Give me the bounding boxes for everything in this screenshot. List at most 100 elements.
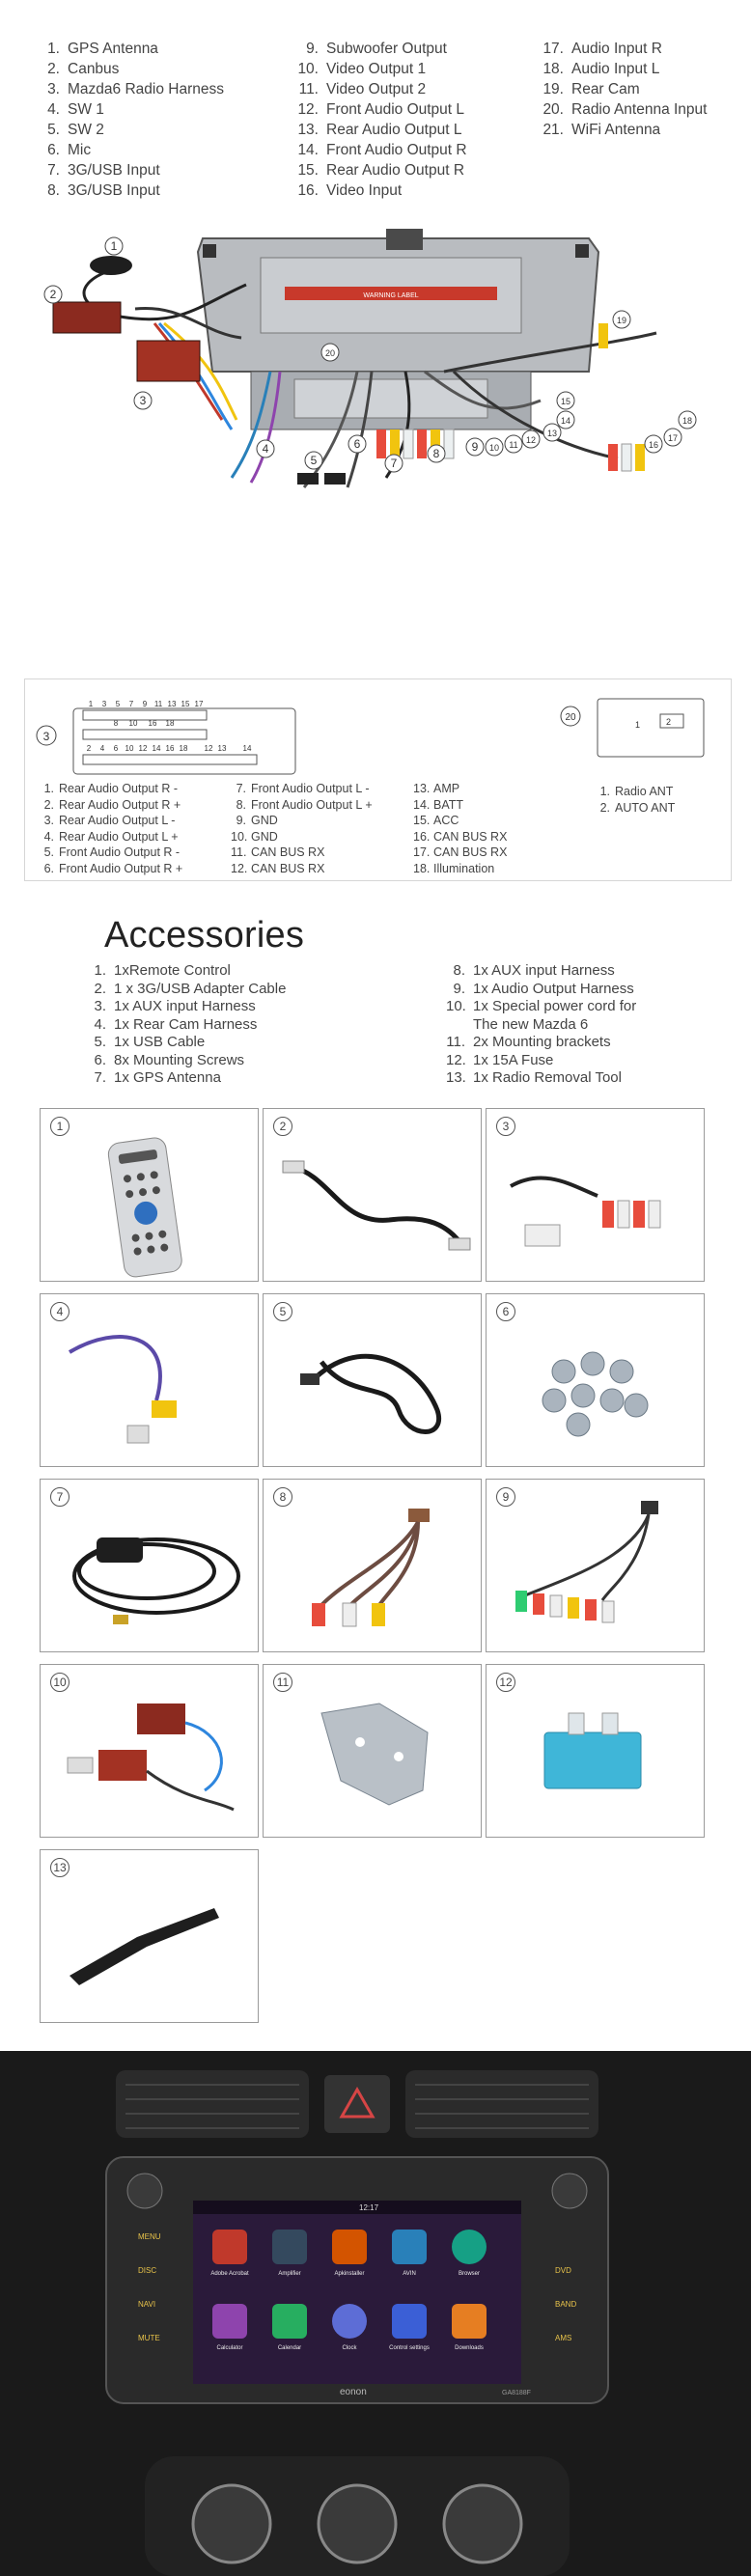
- svg-text:17: 17: [195, 700, 204, 708]
- svg-text:6: 6: [354, 437, 361, 451]
- accessory-tile-usb: 5: [263, 1293, 482, 1467]
- svg-text:10: 10: [125, 744, 134, 753]
- app-clock-icon[interactable]: [332, 2304, 367, 2339]
- dvd-button[interactable]: DVD: [555, 2266, 571, 2275]
- climate-controls: [145, 2456, 570, 2576]
- pin-list-col2: 7.Front Audio Output L - 8.Front Audio O…: [231, 781, 373, 876]
- photo-callouts: 1 2 3 4 5 6 7 8 9 10 11 12 13 14 15 16 1…: [43, 236, 697, 473]
- tile-number-badge: 2: [273, 1117, 292, 1136]
- fan-speed-knob[interactable]: [191, 2483, 272, 2564]
- legend-item: 17.Audio Input R: [542, 41, 662, 57]
- svg-text:1: 1: [111, 239, 118, 253]
- navi-button[interactable]: NAVI: [138, 2300, 155, 2309]
- temperature-knob[interactable]: [442, 2483, 523, 2564]
- tile-number-badge: 11: [273, 1673, 292, 1692]
- svg-text:8: 8: [433, 447, 440, 460]
- legend-item: 19.Rear Cam: [542, 81, 640, 97]
- legend-item: 3.Mazda6 Radio Harness: [47, 81, 224, 97]
- mounting-screws-image: [542, 1351, 649, 1437]
- disc-button[interactable]: DISC: [138, 2266, 156, 2275]
- tile-number-badge: 9: [496, 1487, 515, 1507]
- accessory-tile-power-cord: 10: [40, 1664, 259, 1838]
- aux-input-harness-image: [312, 1509, 430, 1627]
- pin-item: 17.CAN BUS RX: [413, 845, 508, 859]
- svg-text:7: 7: [129, 700, 134, 708]
- app-control-settings-icon[interactable]: [392, 2304, 427, 2339]
- svg-text:11: 11: [509, 440, 517, 450]
- unit-rear-photo: WARNING LABEL 1 2 3 4: [43, 229, 697, 488]
- legend-item: 11.Video Output 2: [298, 81, 427, 97]
- rca-plugs: [297, 323, 645, 485]
- legend-item: 12.Front Audio Output L: [297, 101, 465, 118]
- mode-knob[interactable]: [317, 2483, 398, 2564]
- app-apkinstaller-icon[interactable]: [332, 2230, 367, 2264]
- app-browser-icon[interactable]: [452, 2230, 487, 2264]
- accessory-item: 13.1x Radio Removal Tool: [446, 1069, 622, 1086]
- ams-button[interactable]: AMS: [555, 2334, 571, 2342]
- app-downloads-icon[interactable]: [452, 2304, 487, 2339]
- legend-item: 15.Rear Audio Output R: [297, 162, 465, 179]
- tune-knob[interactable]: [551, 2173, 588, 2209]
- svg-text:18: 18: [166, 719, 175, 728]
- svg-text:WARNING LABEL: WARNING LABEL: [363, 292, 418, 299]
- accessory-item: 2.1 x 3G/USB Adapter Cable: [94, 980, 287, 997]
- pin-item: 18.Illumination: [413, 861, 495, 875]
- tile-number-badge: 7: [50, 1487, 70, 1507]
- svg-text:7: 7: [391, 457, 398, 470]
- app-avin-icon[interactable]: [392, 2230, 427, 2264]
- legend-item: 14.Front Audio Output R: [297, 142, 467, 158]
- svg-text:6: 6: [114, 744, 119, 753]
- legend-item: 18.Audio Input L: [542, 61, 660, 77]
- accessory-item: 7.1x GPS Antenna: [94, 1069, 221, 1086]
- app-adobe-acrobat-icon[interactable]: [212, 2230, 247, 2264]
- accessory-item: 8.1x AUX input Harness: [453, 962, 615, 979]
- air-vents: [116, 2070, 598, 2138]
- tile-number-badge: 6: [496, 1302, 515, 1321]
- svg-text:Calculator: Calculator: [216, 2345, 242, 2351]
- legend-item: 6.Mic: [47, 142, 92, 158]
- svg-text:15: 15: [561, 397, 570, 406]
- volume-knob[interactable]: [126, 2173, 163, 2209]
- rear-cam-harness-image: [68, 1335, 177, 1444]
- svg-text:19: 19: [617, 316, 626, 325]
- pin-item: 11.CAN BUS RX: [231, 845, 325, 859]
- audio-output-harness-image: [515, 1501, 658, 1623]
- svg-text:18: 18: [180, 744, 188, 753]
- usb-cable-image: [310, 1353, 442, 1434]
- svg-text:1: 1: [635, 720, 640, 730]
- legend-item: 7.3G/USB Input: [47, 162, 160, 179]
- menu-button[interactable]: MENU: [138, 2232, 161, 2241]
- svg-text:8: 8: [114, 719, 119, 728]
- legend-item: 1.GPS Antenna: [47, 41, 158, 57]
- canbus-box: [52, 301, 122, 334]
- mounting-bracket-image: [320, 1703, 429, 1806]
- legend-item: 10.Video Output 1: [297, 61, 427, 77]
- svg-text:Clock: Clock: [342, 2345, 357, 2351]
- svg-text:Adobe Acrobat: Adobe Acrobat: [210, 2271, 249, 2277]
- accessory-item: 11.2x Mounting brackets: [446, 1034, 611, 1050]
- antenna-pin-list: 1.Radio ANT 2.AUTO ANT: [595, 784, 676, 816]
- app-calculator-icon[interactable]: [212, 2304, 247, 2339]
- app-amplifier-icon[interactable]: [272, 2230, 307, 2264]
- svg-text:20: 20: [325, 348, 335, 358]
- svg-text:3: 3: [140, 394, 147, 407]
- hazard-triangle-icon[interactable]: [339, 2086, 376, 2119]
- harness-connector-diagram: 3 1 3 5 7 9 11 13 15 17 8 10 16 18 2 4 6…: [36, 700, 296, 775]
- pin-item: 16.CAN BUS RX: [413, 829, 508, 844]
- svg-text:12: 12: [526, 435, 536, 445]
- android-home-screen[interactable]: [193, 2201, 521, 2384]
- svg-text:Browser: Browser: [459, 2271, 480, 2277]
- svg-text:2: 2: [50, 288, 57, 301]
- mute-button[interactable]: MUTE: [138, 2334, 160, 2342]
- pin-item: 1.Radio ANT: [599, 785, 674, 798]
- brand-logo: eonon: [340, 2387, 367, 2397]
- tile-number-badge: 5: [273, 1302, 292, 1321]
- app-calendar-icon[interactable]: [272, 2304, 307, 2339]
- pin-item: 1.Rear Audio Output R -: [43, 782, 178, 795]
- band-button[interactable]: BAND: [555, 2300, 576, 2309]
- pin-item: 12.CAN BUS RX: [231, 861, 325, 875]
- svg-text:1: 1: [89, 700, 94, 708]
- svg-text:5: 5: [116, 700, 121, 708]
- pin-item: 7.Front Audio Output L -: [236, 782, 370, 795]
- pin-item: 2.AUTO ANT: [599, 800, 676, 815]
